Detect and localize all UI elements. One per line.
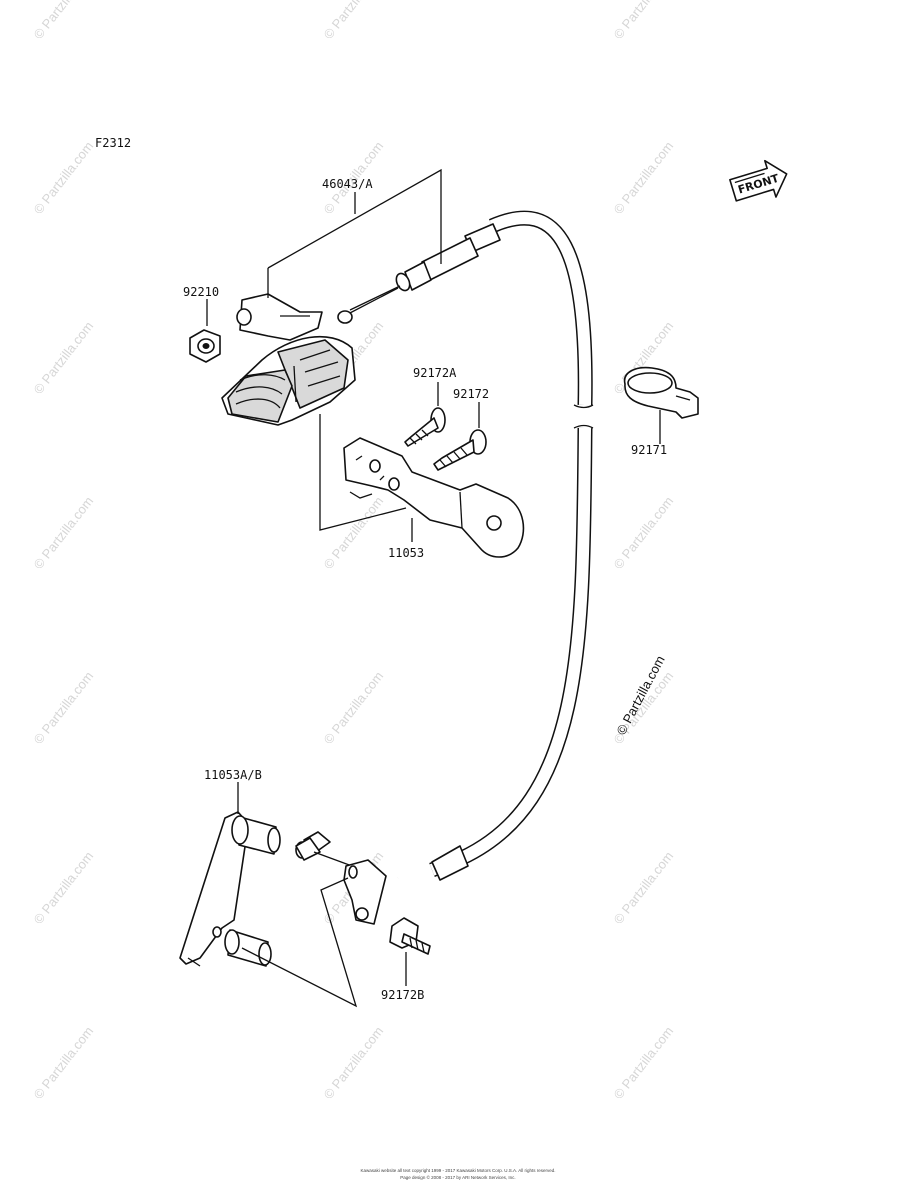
callout-92172B: 92172B (381, 988, 424, 1002)
watermark-text: © Partzilla.com (321, 1024, 387, 1102)
cable-assembly (337, 210, 594, 899)
front-arrow-icon: FRONT (729, 159, 788, 202)
watermark-text: © Partzilla.com (611, 494, 677, 572)
watermark-text: © Partzilla.com (31, 1024, 97, 1102)
watermark-text: © Partzilla.com (31, 319, 97, 397)
watermark-text: © Partzilla.com (31, 139, 97, 217)
bolt-92172A (404, 407, 446, 447)
watermark-text: © Partzilla.com (611, 0, 677, 42)
leader-lines (206, 168, 661, 1008)
footer-line-1: Kawasaki website all text copyright 1999… (360, 1168, 555, 1173)
figure-code: F2312 (95, 136, 131, 150)
callout-92172: 92172 (453, 387, 489, 401)
watermark-text: © Partzilla.com (31, 669, 97, 747)
bolt-92172 (433, 429, 487, 471)
watermark-text: © Partzilla.com (31, 0, 97, 42)
bracket-11053AB (179, 811, 281, 967)
clamp-92171 (623, 366, 699, 419)
watermark-text: © Partzilla.com (31, 849, 97, 927)
bracket-11053 (343, 437, 525, 558)
callout-11053: 11053 (388, 546, 424, 560)
watermark-text: © Partzilla.com (611, 849, 677, 927)
watermark-text: © Partzilla.com (31, 494, 97, 572)
watermark-text: © Partzilla.com (611, 1024, 677, 1102)
watermark-text: © Partzilla.com (321, 0, 387, 42)
callout-46043A: 46043/A (322, 177, 373, 191)
callout-92210: 92210 (183, 285, 219, 299)
callout-92172A: 92172A (413, 366, 457, 380)
callout-11053AB: 11053A/B (204, 768, 262, 782)
bolt-92172B (389, 917, 431, 955)
throttle-lever-assembly (221, 293, 356, 426)
watermark-text: © Partzilla.com (321, 669, 387, 747)
watermark-text: © Partzilla.com (321, 494, 387, 572)
watermark-text: © Partzilla.com (611, 139, 677, 217)
cable-end-lower (295, 831, 387, 925)
footer-line-2: Page design © 2008 - 2017 by ARI Network… (400, 1174, 515, 1180)
nut-92210 (189, 329, 221, 363)
callout-92171: 92171 (631, 443, 667, 457)
